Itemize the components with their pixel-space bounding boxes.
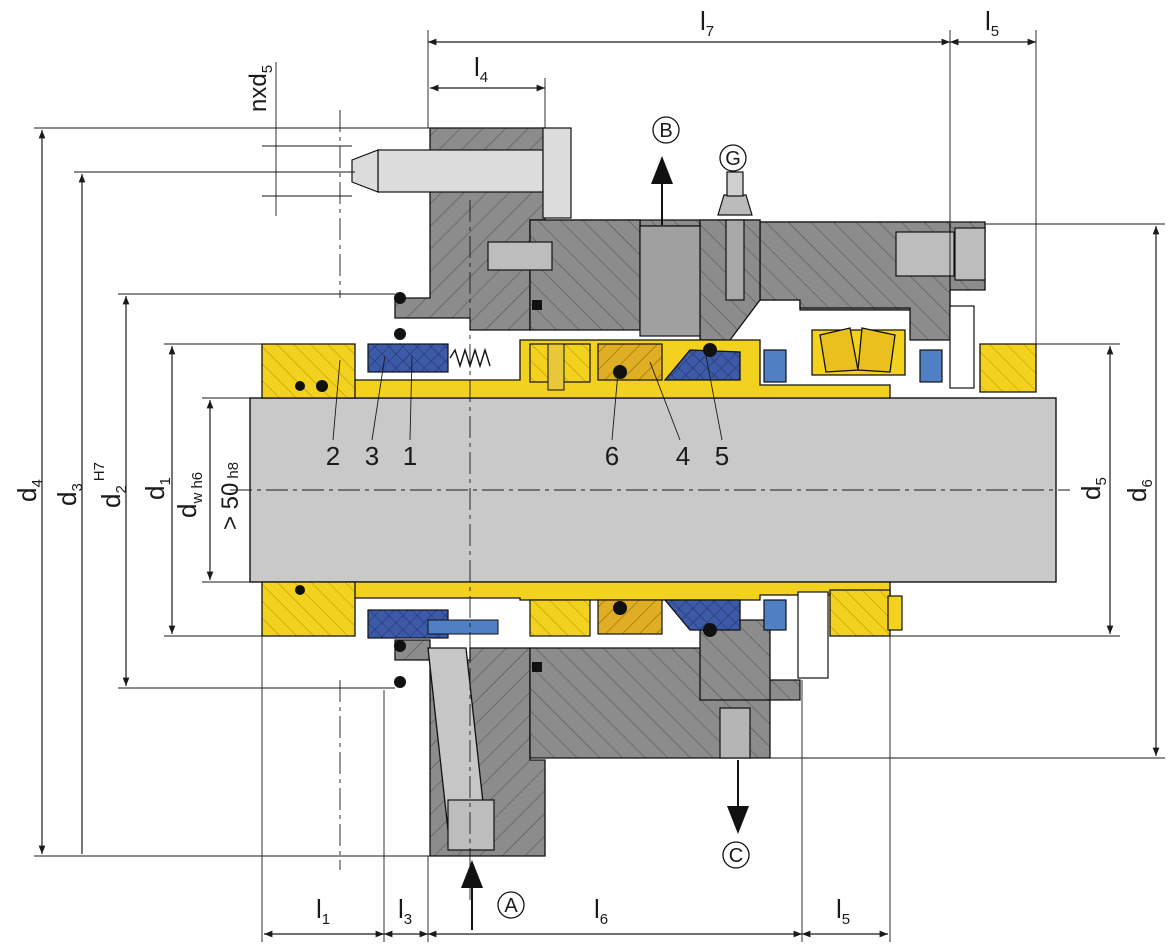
dim-l5-top: l5 xyxy=(985,6,999,40)
port-c-label: C xyxy=(729,845,743,867)
dimension-lines xyxy=(34,30,1165,942)
dim-dw: dw h6 xyxy=(172,472,206,518)
dim-l1: l1 xyxy=(316,894,330,928)
port-a-label: A xyxy=(504,895,518,917)
o-rings xyxy=(295,292,717,688)
dim-d4: d4 xyxy=(12,479,46,502)
part-6-label: 6 xyxy=(605,441,619,471)
part-3-label: 3 xyxy=(365,441,379,471)
part-5-label: 5 xyxy=(715,441,729,471)
dim-l3: l3 xyxy=(398,894,412,928)
dim-d6: d6 xyxy=(1122,479,1156,502)
dim-d2: d2H7 xyxy=(91,462,130,508)
port-b-label: B xyxy=(659,120,672,142)
part-1-label: 1 xyxy=(403,441,417,471)
dim-l4: l4 xyxy=(474,52,488,86)
dim-d1: d1 xyxy=(140,477,174,500)
dim-d5: d5 xyxy=(1076,477,1110,500)
bolts xyxy=(351,127,986,851)
part-4-label: 4 xyxy=(676,441,690,471)
port-markers xyxy=(497,116,750,919)
dim-nxd5: nxd5 xyxy=(245,65,276,112)
flow-arrows xyxy=(461,156,749,930)
dim-gt50: > 50h8 xyxy=(217,462,244,530)
port-g-label: G xyxy=(725,148,741,170)
dim-d3: d3 xyxy=(52,483,86,506)
dim-l7: l7 xyxy=(700,6,714,40)
dim-l5-bottom: l5 xyxy=(836,894,850,928)
dim-l6: l6 xyxy=(594,894,608,928)
part-2-label: 2 xyxy=(326,441,340,471)
